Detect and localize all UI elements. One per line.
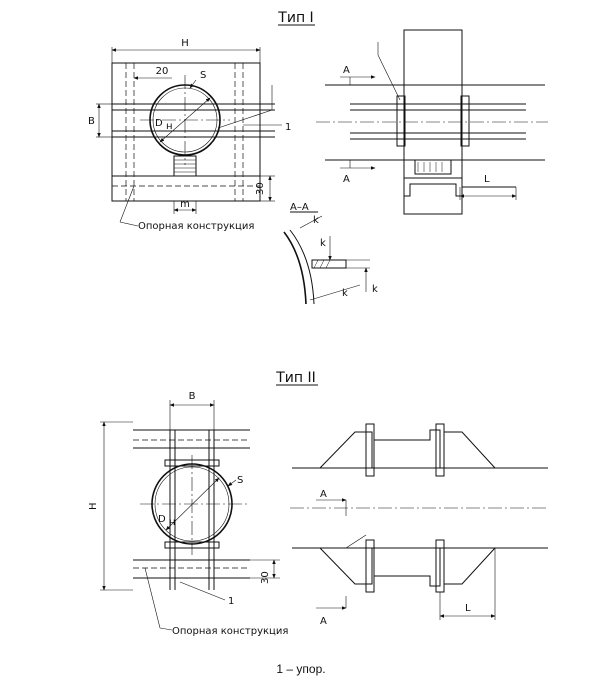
type2-dim-L: L [465,603,471,614]
type1-section-aa: A–A k k k k [283,202,378,305]
type2-title: Тип II [275,370,316,386]
type1-dim-D: D [155,118,163,129]
type1-section-plate [311,259,347,269]
type2-section-bottom: A [320,616,327,627]
type2-plan-view: B D н S [88,391,288,637]
type1-dim-m: m [180,199,190,210]
type1-k1: k [313,215,319,226]
type1-dim-30: 30 [255,182,266,195]
type2-dim-30: 30 [260,571,271,584]
type2-section-top: A [320,489,327,500]
type1-plan-view: H 20 S D н [88,38,291,232]
type1-section-bottom: A [343,174,350,185]
type2-leader-1: 1 [228,596,234,607]
type1-dim-L: L [484,174,490,185]
type1-dim-H: H [181,38,189,49]
type2-dim-H: H [88,502,99,510]
type1-dim-D-sub: н [166,121,173,132]
type1-section-top: A [343,65,350,76]
type1-k3: k [342,288,348,299]
type2-dim-S: S [237,475,243,486]
type2-group: Тип II B [88,370,548,637]
type1-group: Тип I H 20 [88,10,548,305]
type1-k2: k [320,238,326,249]
type2-dim-D: D [158,514,166,525]
caption: 1 – упор. [276,662,326,676]
type1-leader-1: 1 [285,122,291,133]
type2-support-label: Опорная конструкция [172,626,288,637]
type2-side-view: A A L [290,423,548,627]
type2-dim-B: B [189,391,196,402]
type1-support-label: Опорная конструкция [138,221,254,232]
type1-dim-20: 20 [156,66,169,77]
type1-dim-S: S [200,70,206,81]
type1-side-view: A A L [316,29,548,215]
type2-dim-D-sub: н [169,517,176,528]
type1-title: Тип I [277,10,313,26]
type1-k4: k [372,284,378,295]
type1-dim-B: B [88,116,95,127]
type1-section-title: A–A [290,202,309,213]
